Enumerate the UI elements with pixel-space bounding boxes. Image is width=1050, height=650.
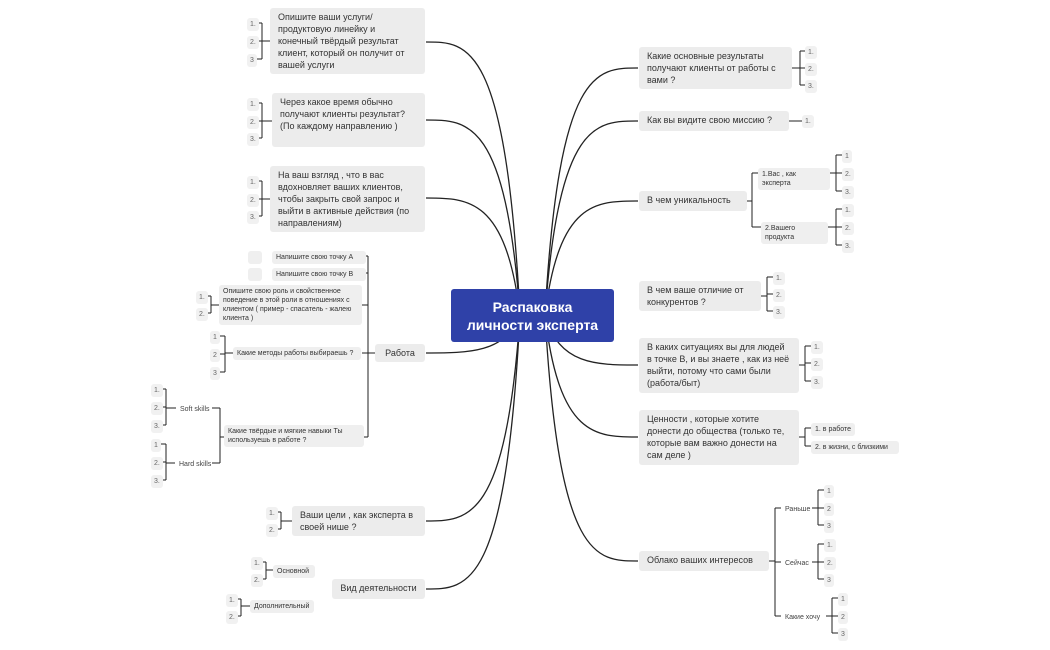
topic-unique[interactable]: В чем уникальность [639,191,747,211]
topic-values[interactable]: Ценности , которые хотите донести до общ… [639,410,799,465]
topic-activity[interactable]: Вид деятельности [332,579,425,599]
num: 2. [151,457,163,470]
value-life[interactable]: 2. в жизни, с близкими [811,441,899,454]
num: 2. [251,574,263,587]
num: 1 [210,331,220,344]
topic-timing[interactable]: Через какое время обычно получают клиент… [272,93,425,147]
num: 1. [266,507,278,520]
num: 2. [226,611,238,624]
num: 2. [805,63,817,76]
num: 2. [247,194,259,207]
interests-want[interactable]: Какие хочу [785,614,821,621]
num: 3. [773,306,785,319]
empty-box [248,268,262,281]
num: 1. [196,291,208,304]
num: 3. [247,133,259,146]
topic-goals[interactable]: Ваши цели , как эксперта в своей нише ? [292,506,425,536]
num: 1 [824,485,834,498]
connector [425,41,521,316]
num: 2. [842,222,854,235]
activity-main[interactable]: Основной [273,565,315,578]
num: 1. [773,272,785,285]
num: 2. [247,116,259,129]
num: 2. [266,524,278,537]
value-work[interactable]: 1. в работе [811,423,855,436]
num: 3 [824,520,834,533]
topic-services[interactable]: Опишите ваши услуги/ продуктовую линейку… [270,8,425,74]
num: 1. [247,98,259,111]
connector [425,314,521,590]
num: 1. [824,539,836,552]
num: 2 [838,611,848,624]
topic-inspire[interactable]: На ваш взгляд , что в вас вдохновляет ва… [270,166,425,232]
num: 3. [247,211,259,224]
skills[interactable]: Какие твёрдые и мягкие навыки Ты использ… [224,425,364,447]
topic-results[interactable]: Какие основные результаты получают клиен… [639,47,792,89]
connector [425,197,521,316]
num: 2. [151,402,163,415]
num: 1 [151,439,161,452]
connector [544,67,639,316]
num: 1. [802,115,814,128]
num: 3 [210,367,220,380]
num: 3. [811,376,823,389]
num: 1. [842,204,854,217]
num: 2. [842,168,854,181]
num: 3 [838,628,848,641]
unique-product[interactable]: 2.Вашего продукта [761,222,828,244]
role[interactable]: Опишите свою роль и свойственное поведен… [219,285,362,325]
point-a[interactable]: Напишите свою точку А [272,251,366,264]
empty-box [248,251,262,264]
connector [544,314,639,438]
num: 1. [805,46,817,59]
num: 1. [811,341,823,354]
topic-situations[interactable]: В каких ситуациях вы для людей в точке В… [639,338,799,393]
num: 2 [824,503,834,516]
interests-before[interactable]: Раньше [785,506,811,513]
num: 1. [247,176,259,189]
num: 3 [247,54,257,67]
topic-interests[interactable]: Облако ваших интересов [639,551,769,571]
connector [544,120,639,316]
soft-skills[interactable]: Soft skills [180,406,210,413]
num: 3. [842,240,854,253]
num: 3. [151,420,163,433]
interests-now[interactable]: Сейчас [785,560,809,567]
num: 1 [838,593,848,606]
methods[interactable]: Какие методы работы выбираешь ? [233,347,361,360]
hard-skills[interactable]: Hard skills [179,461,212,468]
connector [425,314,521,522]
central-topic[interactable]: Распаковка личности эксперта [451,289,614,342]
num: 1. [226,594,238,607]
num: 3. [151,475,163,488]
connector [425,119,521,316]
num: 1. [247,18,259,31]
num: 2. [773,289,785,302]
num: 2. [824,557,836,570]
unique-expert[interactable]: 1.Вас , как эксперта [758,168,830,190]
num: 2. [196,308,208,321]
num: 2. [811,358,823,371]
activity-extra[interactable]: Дополнительный [250,600,314,613]
num: 3. [805,80,817,93]
num: 2 [210,349,220,362]
topic-work[interactable]: Работа [375,344,425,362]
connector [544,314,639,562]
num: 1. [251,557,263,570]
num: 3 [824,574,834,587]
num: 2. [247,36,259,49]
point-b[interactable]: Напишите свою точку В [272,268,366,281]
num: 1 [842,150,852,163]
topic-differ[interactable]: В чем ваше отличие от конкурентов ? [639,281,761,311]
num: 1. [151,384,163,397]
num: 3. [842,186,854,199]
connector [544,200,639,316]
topic-mission[interactable]: Как вы видите свою миссию ? [639,111,789,131]
